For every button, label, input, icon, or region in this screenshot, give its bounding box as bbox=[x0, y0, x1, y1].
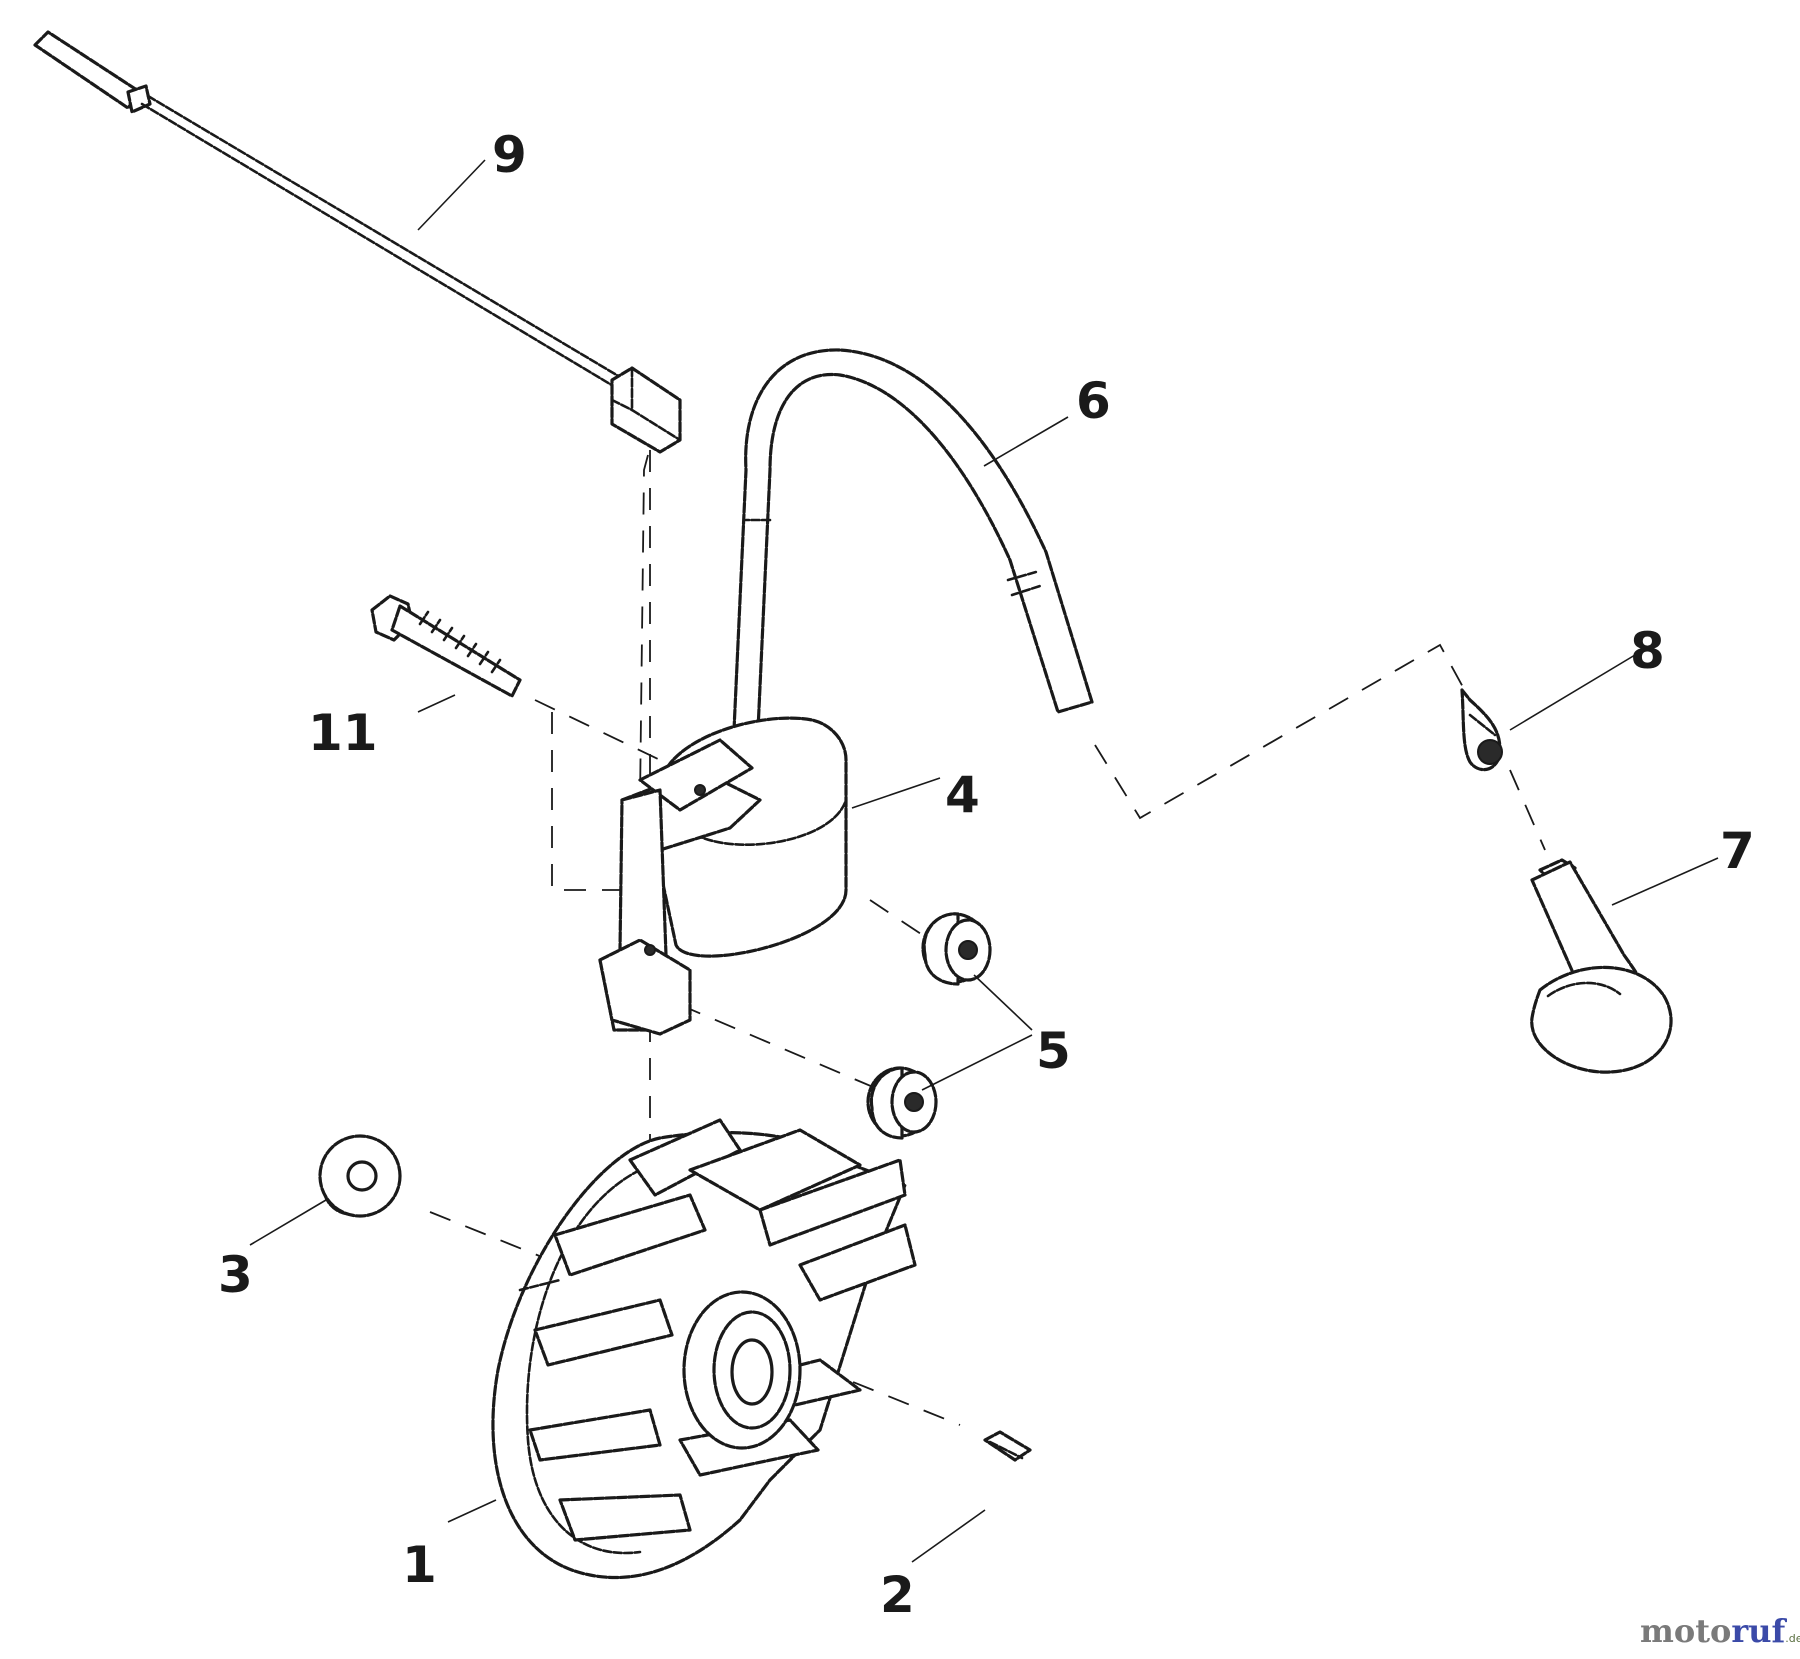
part-7-plug-boot bbox=[1530, 858, 1673, 1074]
part-1-flywheel bbox=[491, 1118, 917, 1580]
leader-lines bbox=[249, 159, 1719, 1563]
svg-text:motoruf.de: motoruf.de bbox=[1640, 1612, 1800, 1650]
watermark-moto: moto bbox=[1640, 1612, 1731, 1650]
part-2-key bbox=[983, 1430, 1032, 1462]
callout-4: 4 bbox=[945, 766, 980, 824]
callout-6: 6 bbox=[1076, 372, 1111, 430]
callout-8: 8 bbox=[1630, 622, 1665, 680]
part-6-ht-lead bbox=[732, 348, 1094, 732]
part-11-screw bbox=[370, 594, 522, 698]
callout-5: 5 bbox=[1036, 1022, 1071, 1080]
callout-numbers: 9 6 8 11 4 7 5 3 1 2 bbox=[218, 126, 1755, 1624]
part-5-spacer-lower bbox=[866, 1066, 938, 1140]
callout-7: 7 bbox=[1720, 822, 1755, 880]
watermark-ruf: ruf bbox=[1731, 1612, 1787, 1650]
callout-1: 1 bbox=[402, 1536, 437, 1594]
part-4-ignition-coil bbox=[598, 716, 848, 1036]
part-5-spacer-upper bbox=[921, 912, 992, 986]
callout-3: 3 bbox=[218, 1246, 253, 1304]
callout-9: 9 bbox=[492, 126, 527, 184]
part-9-cable bbox=[33, 30, 682, 454]
callout-11: 11 bbox=[308, 704, 378, 762]
watermark-tld: .de bbox=[1785, 1632, 1800, 1645]
callout-2: 2 bbox=[880, 1566, 915, 1624]
watermark-logo: motoruf.de bbox=[1640, 1612, 1800, 1650]
part-8-clip bbox=[1460, 688, 1503, 772]
part-3-nut bbox=[318, 1134, 402, 1218]
